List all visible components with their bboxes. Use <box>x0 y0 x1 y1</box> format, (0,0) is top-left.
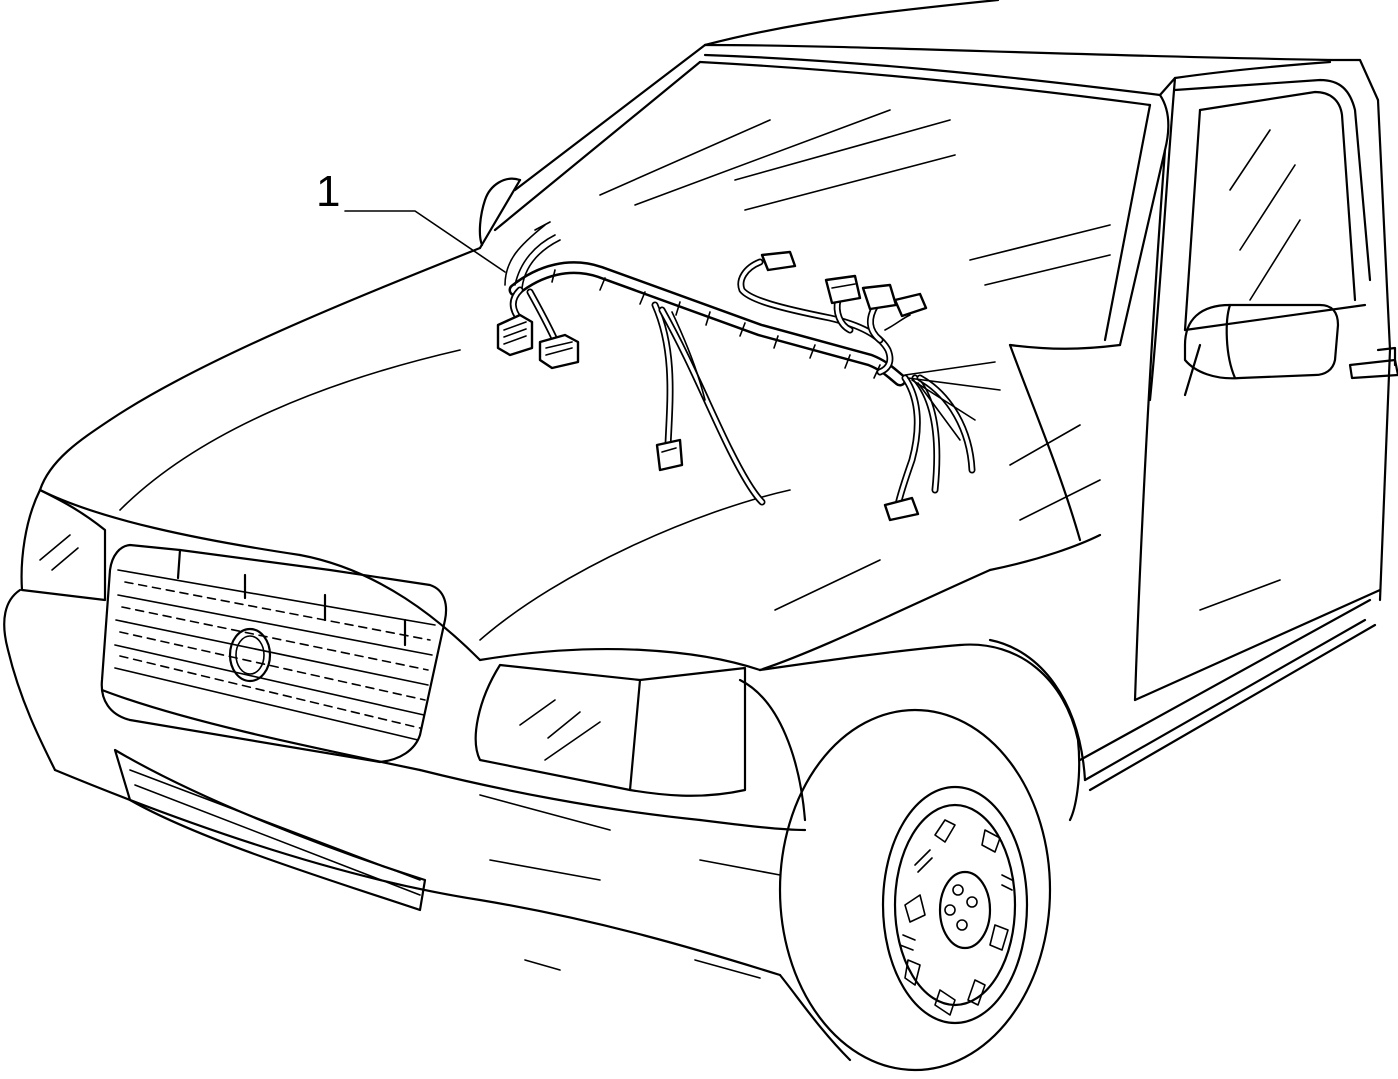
callout-1-leader <box>344 210 506 273</box>
vehicle-body <box>3 0 1398 1072</box>
callout-label-1: 1 <box>316 167 341 216</box>
wiring-harness <box>496 221 1001 522</box>
